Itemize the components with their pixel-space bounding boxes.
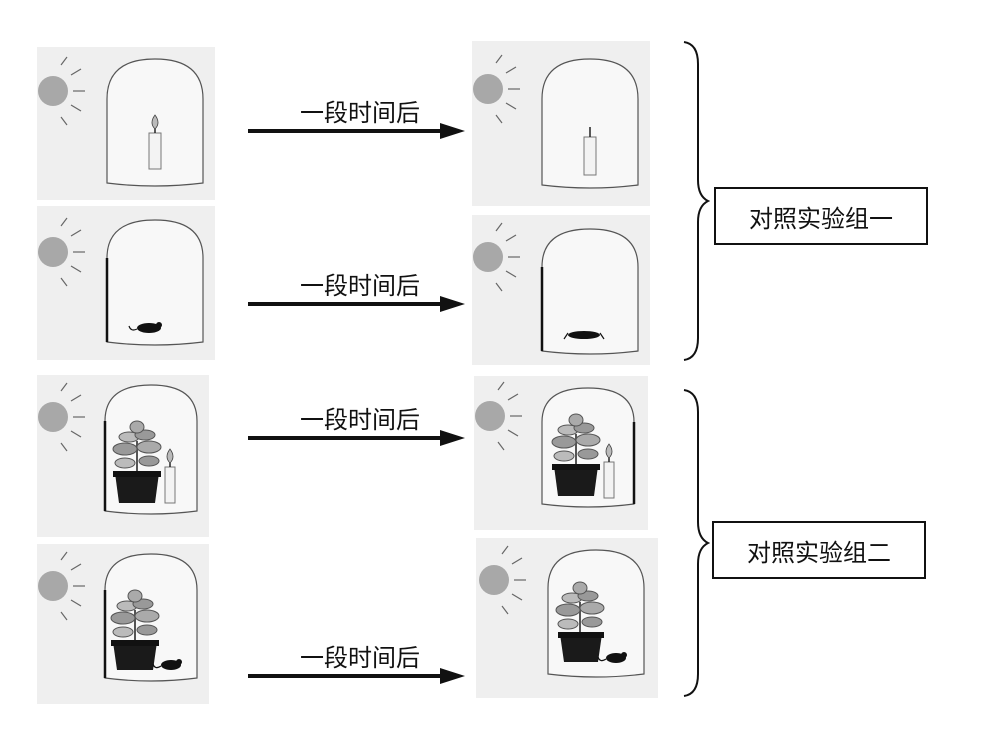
sun-icon — [38, 56, 85, 126]
sun-icon — [473, 222, 520, 292]
plant-icon — [112, 420, 162, 473]
right-arrow-icon — [248, 123, 465, 139]
panel-row3-before — [37, 375, 209, 537]
mouse-icon — [128, 322, 162, 333]
candle-icon — [583, 127, 597, 176]
panel-row1-before — [37, 47, 215, 200]
panel-row1-after — [472, 41, 650, 206]
right-arrow-icon — [248, 430, 465, 446]
arrow-row4: 一段时间后 — [240, 638, 480, 688]
plant-icon — [555, 581, 605, 634]
bell-jar — [541, 58, 639, 189]
candle-icon — [148, 114, 162, 170]
arrow-label: 一段时间后 — [300, 644, 420, 672]
arrow-label: 一段时间后 — [300, 272, 420, 300]
candle-icon — [164, 448, 176, 504]
plant-icon — [551, 413, 601, 466]
arrow-row3: 一段时间后 — [240, 400, 480, 450]
flower-pot-icon — [552, 464, 600, 496]
sun-icon — [475, 381, 522, 451]
plant-icon — [110, 589, 160, 642]
group-label-1: 对照实验组一 — [714, 187, 928, 245]
right-arrow-icon — [248, 668, 465, 684]
candle-icon — [603, 443, 615, 499]
mouse-icon — [597, 652, 627, 663]
flower-pot-icon — [113, 471, 161, 503]
right-brace-group1 — [683, 41, 710, 361]
arrow-label: 一段时间后 — [300, 406, 420, 434]
mouse-icon — [152, 659, 182, 670]
sun-icon — [38, 217, 85, 287]
sun-icon — [479, 545, 526, 615]
sun-icon — [38, 551, 85, 621]
group-label-2: 对照实验组二 — [712, 521, 926, 579]
arrow-row1: 一段时间后 — [240, 93, 480, 143]
panel-row4-after — [476, 538, 658, 698]
panel-row2-after — [472, 215, 650, 365]
mouse-icon — [563, 331, 605, 340]
sun-icon — [38, 382, 85, 452]
bell-jar — [106, 219, 204, 346]
right-brace-group2 — [683, 389, 710, 697]
flower-pot-icon — [111, 640, 159, 670]
flower-pot-icon — [558, 632, 604, 662]
panel-row2-before — [37, 206, 215, 360]
right-arrow-icon — [248, 296, 465, 312]
panel-row3-after — [474, 376, 648, 530]
arrow-row2: 一段时间后 — [240, 266, 480, 316]
sun-icon — [473, 54, 520, 124]
bell-jar — [541, 228, 639, 355]
arrow-label: 一段时间后 — [300, 99, 420, 127]
panel-row4-before — [37, 544, 209, 704]
